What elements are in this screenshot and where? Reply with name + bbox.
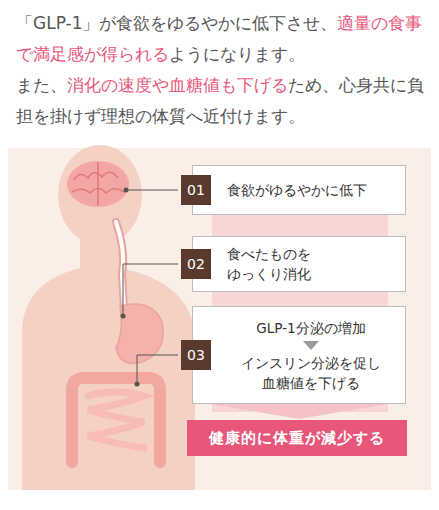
brain: [67, 161, 129, 207]
down-triangle-shape: [303, 341, 319, 350]
process-box: GLP-1分泌の増加インスリン分泌を促し 血糖値を下げる03: [192, 306, 406, 404]
highlight-text: 消化の速度や血糖値も下げる: [67, 75, 288, 95]
box-text: インスリン分泌を促し 血糖値を下げる: [237, 353, 386, 393]
leader-lines: [123, 190, 178, 384]
box-content: 食欲がゆるやかに低下: [227, 180, 395, 200]
flow-arrow: [211, 404, 387, 419]
body-silhouette: [22, 145, 195, 490]
small-intestine: [88, 392, 144, 448]
callout-number: 03: [181, 340, 211, 370]
process-box: 食欲がゆるやかに低下01: [192, 165, 406, 215]
body-text: また、: [16, 75, 67, 95]
result-banner: 健康的に体重が減少する: [187, 420, 407, 456]
down-triangle: [303, 341, 319, 350]
box-text: 健康的に体重が減少する: [209, 428, 385, 448]
box-content: GLP-1分泌の増加インスリン分泌を促し 血糖値を下げる: [227, 318, 395, 393]
body-text: 「GLP-1」が食欲をゆるやかに低下させ、: [16, 13, 337, 33]
callout-number: 01: [181, 175, 211, 205]
leader-dots: [121, 188, 140, 387]
box-text: 食べたものを ゆっくり消化: [227, 244, 349, 284]
box-content: 食べたものを ゆっくり消化: [227, 244, 395, 284]
callout-number: 02: [181, 249, 211, 279]
flow-arrow-head: [211, 404, 387, 419]
large-intestine: [72, 378, 160, 462]
intro-paragraph: 「GLP-1」が食欲をゆるやかに低下させ、適量の食事で満足感が得られるようになり…: [16, 8, 428, 132]
box-text: 食欲がゆるやかに低下: [227, 180, 395, 200]
process-box: 食べたものを ゆっくり消化02: [192, 236, 406, 292]
body-text: ようになります。: [169, 44, 305, 64]
box-text: GLP-1分泌の増加: [227, 318, 395, 338]
